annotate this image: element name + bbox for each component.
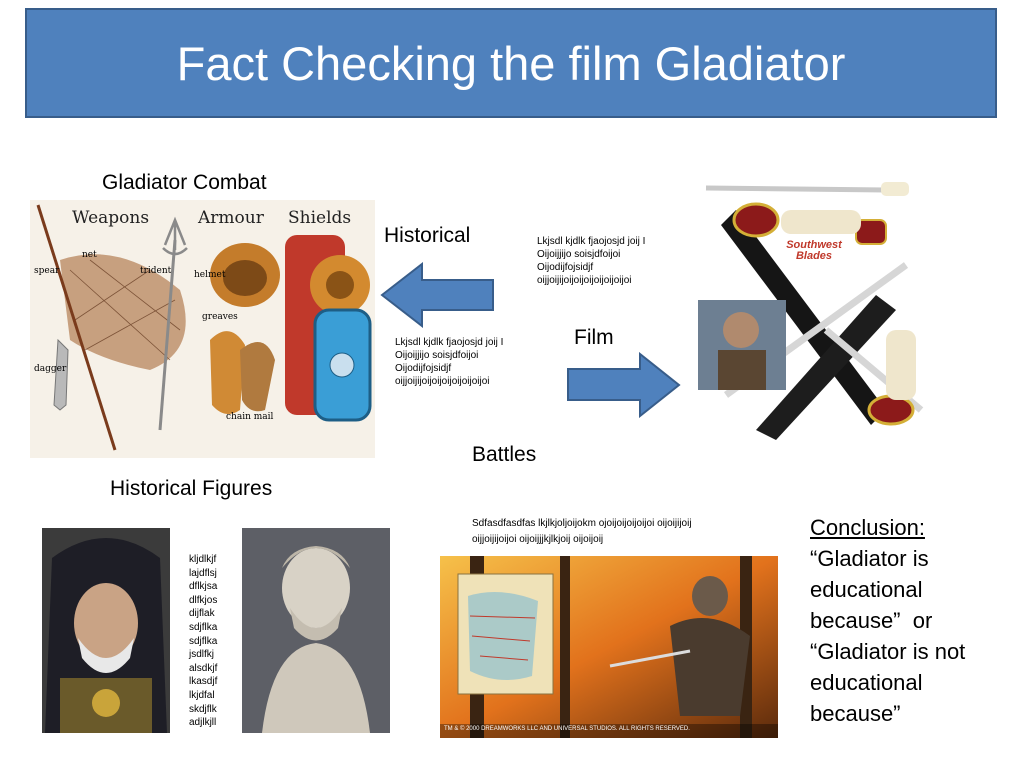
conclusion-line: because” — [810, 701, 901, 726]
figures-list-item: dijflak — [189, 608, 215, 620]
armour-caption: Armour — [198, 208, 264, 228]
historical-notes-line: Lkjsdl kjdlk fjaojosjd joij I — [537, 236, 646, 247]
swords-illustration — [696, 180, 924, 446]
title-banner: Fact Checking the film Gladiator — [25, 8, 997, 118]
historical-notes: Lkjsdl kjdlk fjaojosjd joij I Oijoijjijo… — [537, 235, 645, 287]
portrait-marble-bust — [242, 528, 390, 733]
portrait-hooded-man — [42, 528, 170, 733]
battles-notes: Sdfasdfasdfas lkjlkjoljoijokm ojoijoijoi… — [472, 516, 692, 548]
film-swords-image: Southwest Blades — [696, 180, 924, 446]
figures-list-item: jsdlfkj — [189, 649, 215, 661]
figures-list: kljdlkjf lajdflsj dflkjsa dlfkjos dijfla… — [189, 553, 217, 730]
conclusion-line: because” or — [810, 608, 933, 633]
shields-caption: Shields — [288, 208, 352, 228]
label-film: Film — [574, 326, 614, 349]
combat-notes-line: Oijoijjijo soisjdfoijoi — [395, 350, 479, 361]
figures-list-item: lkasdjf — [189, 676, 218, 688]
historical-notes-line: Oijoijjijo soisjdfoijoi — [537, 249, 621, 260]
gladiator-combat-image: Weapons Armour Shields net spear trident… — [30, 200, 375, 458]
conclusion-line: “Gladiator is — [810, 546, 929, 571]
brand-caption: Southwest Blades — [786, 239, 842, 262]
greaves-caption: greaves — [202, 312, 238, 322]
label-historical-figures: Historical Figures — [110, 477, 273, 500]
battles-notes-line: oijjoijijoijoi oijoijjjkjlkjoij oijoijoi… — [472, 534, 604, 545]
historical-notes-line: Oijodijfojsidjf — [537, 262, 594, 273]
figures-list-item: lajdflsj — [189, 567, 217, 579]
conclusion-heading: Conclusion: — [810, 515, 925, 540]
combat-notes-line: oijjoijijoijoijoijoijoijoijoi — [395, 376, 490, 387]
conclusion-line: “Gladiator is not — [810, 639, 966, 664]
figures-list-item: skdjflk — [189, 703, 217, 715]
arrow-left-icon — [380, 262, 494, 328]
battle-scene-image: TM & © 2000 DREAMWORKS LLC AND UNIVERSAL… — [440, 556, 778, 738]
figures-list-item: dflkjsa — [189, 581, 218, 593]
trident-caption: trident — [140, 266, 172, 276]
figures-list-item: sdjflka — [189, 621, 218, 633]
figures-list-item: lkjdfal — [189, 689, 215, 701]
helmet-caption: helmet — [194, 270, 226, 280]
chain-mail-caption: chain mail — [226, 412, 274, 422]
dagger-caption: dagger — [34, 364, 67, 374]
label-battles: Battles — [472, 443, 537, 466]
combat-notes-line: Lkjsdl kjdlk fjaojosjd joij I — [395, 337, 504, 348]
label-gladiator-combat: Gladiator Combat — [102, 171, 267, 194]
conclusion-line: educational — [810, 670, 923, 695]
figures-list-item: alsdkjf — [189, 662, 218, 674]
figures-list-item: dlfkjos — [189, 594, 218, 606]
historical-notes-line: oijjoijijoijoijoijoijoijoijoi — [537, 275, 632, 286]
marble-bust-illustration — [242, 528, 390, 733]
copyright-caption: TM & © 2000 DREAMWORKS LLC AND UNIVERSAL… — [444, 726, 690, 732]
spear-caption: spear — [34, 266, 60, 276]
hooded-man-illustration — [42, 528, 170, 733]
weapons-caption: Weapons — [72, 208, 150, 228]
battle-scene-illustration — [440, 556, 778, 738]
label-historical: Historical — [384, 224, 471, 247]
conclusion-line: educational — [810, 577, 923, 602]
figures-list-item: adjlkjll — [189, 717, 217, 729]
net-caption: net — [82, 250, 97, 260]
figures-list-item: sdjflka — [189, 635, 218, 647]
figures-list-item: kljdlkjf — [189, 554, 217, 565]
combat-notes-line: Oijodijfojsidjf — [395, 363, 452, 374]
slide-title: Fact Checking the film Gladiator — [176, 36, 846, 90]
battles-notes-line: Sdfasdfasdfas lkjlkjoljoijokm ojoijoijoi… — [472, 518, 692, 529]
combat-notes: Lkjsdl kjdlk fjaojosjd joij I Oijoijjijo… — [395, 336, 503, 388]
conclusion-block: Conclusion: “Gladiator is educational be… — [810, 512, 1010, 729]
gladiator-gear-illustration — [30, 200, 375, 458]
arrow-right-icon — [567, 352, 681, 418]
